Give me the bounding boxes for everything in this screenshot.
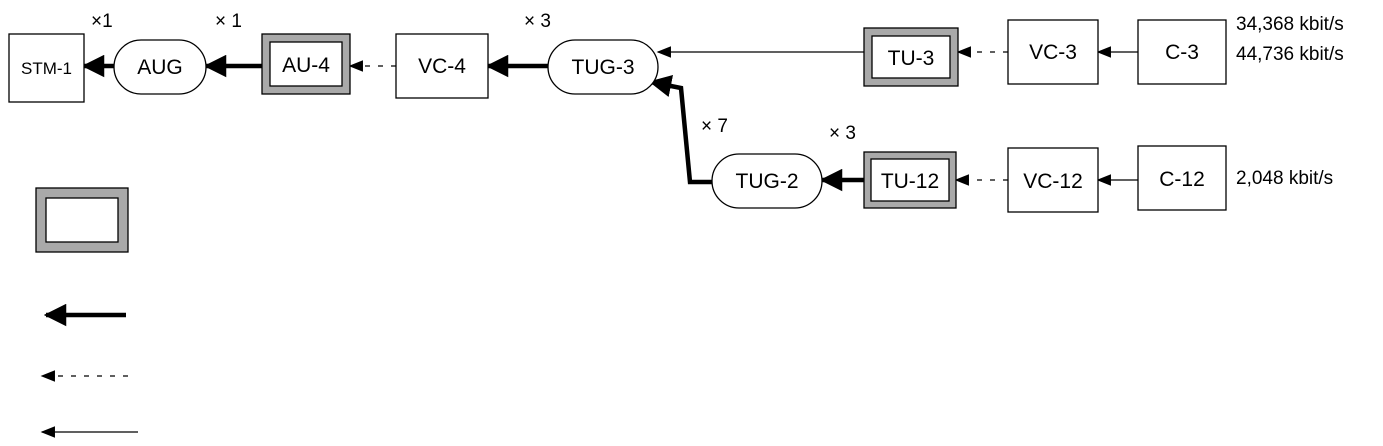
rate-c3-line1: 34,368 kbit/s [1236,14,1344,35]
node-vc4-label: VC-4 [418,55,466,78]
arrow-tug2-to-tug3 [648,74,712,185]
multiplier-aug-au4: × 1 [215,11,242,32]
node-tu3-label: TU-3 [888,47,935,70]
multiplier-stm1-aug: ×1 [91,11,113,32]
node-vc12-label: VC-12 [1023,170,1083,193]
node-au4: AU-4 [261,33,351,95]
node-vc12: VC-12 [1007,147,1099,213]
node-stm1: STM-1 [8,33,85,103]
node-tug2-label: TUG-2 [736,170,799,193]
node-vc3-label: VC-3 [1029,41,1077,64]
node-vc3: VC-3 [1007,19,1099,85]
rate-c3-line2: 44,736 kbit/s [1236,44,1344,65]
node-tug3: TUG-3 [547,39,659,95]
node-c3: C-3 [1137,19,1227,85]
node-tu12-label: TU-12 [881,170,939,193]
node-tu12: TU-12 [863,151,957,209]
node-aug: AUG [113,39,207,95]
multiplier-tug3-vc4: × 3 [524,11,551,32]
node-aug-label: AUG [137,56,183,79]
multiplier-tug2-tug3: × 7 [701,116,728,137]
node-vc4: VC-4 [395,33,489,99]
node-c12: C-12 [1137,145,1227,211]
node-c12-label: C-12 [1159,168,1205,191]
node-tug3-label: TUG-3 [572,56,635,79]
rate-c12: 2,048 kbit/s [1236,168,1333,189]
node-tu3: TU-3 [863,27,959,87]
multiplier-tu12-tug2: × 3 [829,123,856,144]
node-c3-label: C-3 [1165,41,1199,64]
legend-pointer-box [35,187,129,253]
node-stm1-label: STM-1 [21,59,72,78]
node-au4-label: AU-4 [282,54,330,77]
node-tug2: TUG-2 [711,153,823,209]
